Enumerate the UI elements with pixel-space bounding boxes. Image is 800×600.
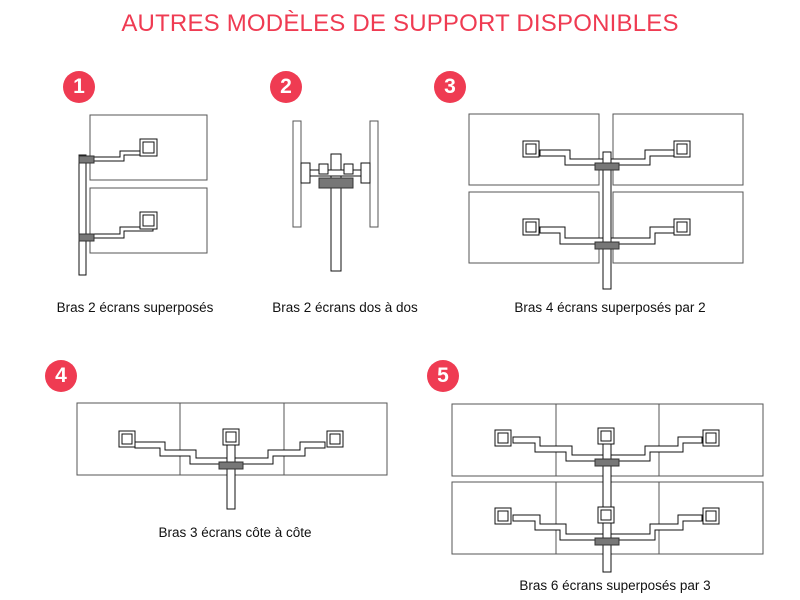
- model-3-vesa-3-inner: [525, 221, 537, 233]
- model-2-vesa-right: [360, 162, 371, 184]
- model-4-arm-right: [234, 441, 326, 465]
- model-2-clamp: [318, 177, 354, 189]
- model-4-vesa-2-inner: [225, 431, 237, 443]
- model-2-illustration: [292, 120, 379, 272]
- model-5-clamp-top: [594, 458, 620, 467]
- model-2-screen-left: [292, 120, 302, 228]
- model-4-illustration: [76, 402, 388, 510]
- model-2-vesa-left: [300, 162, 311, 184]
- model-2-screen-right: [369, 120, 379, 228]
- model-5-vesa-4-inner: [497, 510, 509, 522]
- model-1-caption: Bras 2 écrans superposés: [56, 300, 214, 315]
- model-3-pole: [602, 151, 612, 290]
- model-5-arm-top-right: [610, 436, 703, 462]
- model-5-vesa-1-inner: [497, 432, 509, 444]
- model-2-badge: 2: [270, 71, 302, 103]
- model-2-arm: [307, 169, 364, 177]
- model-1-clamp-bottom: [78, 233, 95, 242]
- model-3-badge: 3: [434, 71, 466, 103]
- model-4-pole: [226, 437, 236, 510]
- model-1-clamp-top: [78, 155, 95, 164]
- model-4-vesa-3-inner: [329, 433, 341, 445]
- model-5-caption: Bras 6 écrans superposés par 3: [519, 578, 711, 593]
- model-5-badge: 5: [427, 360, 459, 392]
- model-3-clamp-top: [594, 162, 620, 171]
- model-3-vesa-1-inner: [525, 143, 537, 155]
- model-2-caption: Bras 2 écrans dos à dos: [272, 300, 418, 315]
- model-5-illustration: [451, 403, 764, 573]
- model-4-badge: 4: [45, 360, 77, 392]
- model-4-caption: Bras 3 écrans côte à côte: [158, 525, 312, 540]
- model-5-clamp-bottom: [594, 537, 620, 546]
- model-1-illustration: [78, 114, 208, 276]
- model-1-vesa-top-inner: [142, 141, 155, 154]
- model-3-illustration: [468, 113, 744, 290]
- model-1-vesa-bottom-inner: [142, 214, 155, 227]
- model-4-clamp: [218, 461, 244, 470]
- model-5-vesa-2-inner: [600, 430, 612, 442]
- model-3-vesa-2-inner: [676, 143, 688, 155]
- model-4-vesa-1-inner: [121, 433, 133, 445]
- model-5-arm-bottom-right: [610, 514, 703, 541]
- model-3-clamp-bottom: [594, 241, 620, 250]
- model-2-joint-right: [343, 163, 354, 175]
- model-5-vesa-5-inner: [600, 509, 612, 521]
- model-5-vesa-3-inner: [705, 432, 717, 444]
- page-title: AUTRES MODÈLES DE SUPPORT DISPONIBLES: [121, 10, 679, 37]
- model-3-caption: Bras 4 écrans superposés par 2: [514, 300, 706, 315]
- model-1-pole: [78, 154, 87, 276]
- model-3-vesa-4-inner: [676, 221, 688, 233]
- model-5-vesa-6-inner: [705, 510, 717, 522]
- model-2-joint-left: [318, 163, 329, 175]
- model-1-badge: 1: [63, 71, 95, 103]
- model-2-pole: [330, 153, 342, 272]
